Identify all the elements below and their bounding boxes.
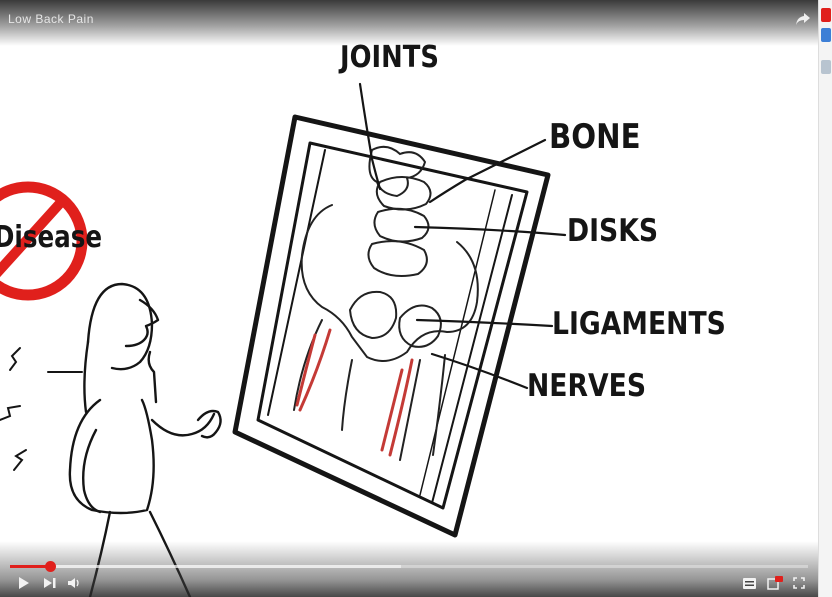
settings-icon bbox=[743, 578, 756, 589]
settings-button[interactable] bbox=[740, 575, 758, 591]
motion-lines bbox=[0, 348, 82, 470]
youtube-logo-icon bbox=[767, 576, 783, 590]
buffered-progress bbox=[10, 565, 401, 568]
callout-label-ligaments: LIGAMENTS bbox=[552, 306, 726, 342]
related-thumb[interactable] bbox=[821, 8, 831, 22]
callout-label-bone: BONE bbox=[549, 117, 641, 157]
related-thumb[interactable] bbox=[821, 28, 831, 42]
video-title[interactable]: Low Back Pain bbox=[8, 12, 94, 26]
xray-frame bbox=[235, 117, 548, 535]
played-progress bbox=[10, 565, 50, 568]
fullscreen-button[interactable] bbox=[790, 575, 808, 591]
callout-label-disks: DISKS bbox=[567, 213, 658, 249]
volume-button[interactable] bbox=[64, 575, 84, 591]
progress-bar[interactable] bbox=[10, 565, 808, 568]
play-button[interactable] bbox=[14, 575, 34, 591]
title-bar bbox=[0, 0, 818, 46]
next-button[interactable] bbox=[40, 575, 60, 591]
no-sign-text: Disease bbox=[0, 220, 102, 255]
next-icon bbox=[43, 577, 57, 589]
play-icon bbox=[18, 576, 30, 590]
scrubber-handle[interactable] bbox=[45, 561, 56, 572]
youtube-logo-button[interactable] bbox=[766, 575, 784, 591]
volume-icon bbox=[67, 577, 81, 589]
controls-gradient bbox=[0, 541, 818, 597]
share-icon[interactable] bbox=[794, 10, 812, 28]
related-thumb[interactable] bbox=[821, 60, 831, 74]
fullscreen-icon bbox=[793, 577, 805, 589]
related-videos-strip bbox=[818, 0, 832, 597]
callout-label-nerves: NERVES bbox=[527, 368, 646, 404]
